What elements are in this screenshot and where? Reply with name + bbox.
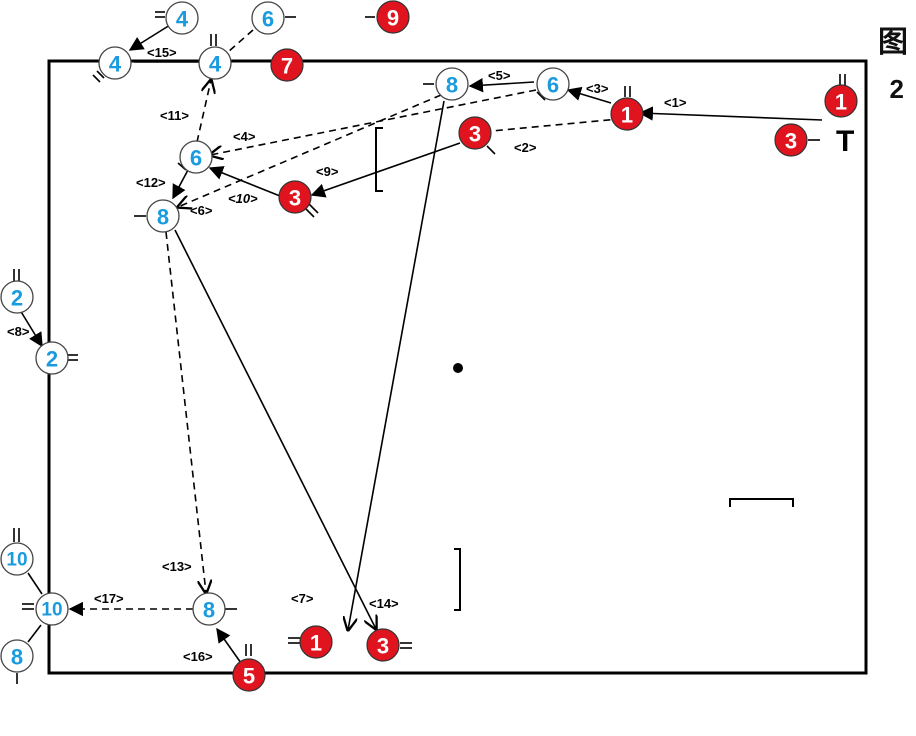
step-label-17: <17> — [94, 591, 124, 606]
step-label-13: <13> — [162, 559, 192, 574]
step-label-4: <4> — [233, 129, 256, 144]
svg-text:8: 8 — [446, 73, 458, 98]
step-label-3: <3> — [586, 81, 609, 96]
move-1 — [638, 106, 823, 121]
svg-text:2: 2 — [46, 347, 58, 372]
blue-player-10-top[interactable]: 10 — [0, 542, 34, 576]
move-8 — [19, 309, 43, 348]
figure-number: 2 — [889, 74, 904, 104]
move-4 — [210, 89, 537, 155]
svg-text:4: 4 — [176, 7, 189, 32]
svg-text:3: 3 — [377, 634, 389, 659]
svg-text:4: 4 — [209, 52, 222, 77]
link-10a-10b — [27, 572, 43, 595]
svg-text:6: 6 — [190, 146, 202, 171]
step-label-15: <15> — [147, 45, 177, 60]
blue-player-4-top[interactable]: 4 — [165, 1, 199, 35]
bracket-top — [375, 127, 383, 192]
move-3 — [566, 86, 612, 104]
step-label-16: <16> — [183, 649, 213, 664]
blue-player-10-sideline[interactable]: 10 — [35, 592, 69, 626]
move-11 — [196, 80, 211, 143]
svg-text:6: 6 — [262, 7, 274, 32]
movement-lines — [19, 24, 823, 664]
red-player-1-far[interactable]: 1 — [824, 84, 858, 118]
bracket-right — [729, 498, 794, 507]
red-player-9[interactable]: 9 — [376, 0, 410, 34]
step-label-9: <9> — [316, 164, 339, 179]
step-label-1: <1> — [664, 95, 687, 110]
blue-player-8-top[interactable]: 8 — [435, 67, 469, 101]
figure-label: 图 — [878, 25, 908, 60]
move-10 — [208, 166, 281, 197]
red-player-5[interactable]: 5 — [232, 658, 266, 692]
step-label-7: <7> — [291, 591, 314, 606]
blue-player-2-sideline[interactable]: 2 — [35, 341, 69, 375]
blue-player-4-left[interactable]: 4 — [98, 46, 132, 80]
red-player-1-top[interactable]: 1 — [610, 97, 644, 131]
step-label-5: <5> — [488, 68, 511, 83]
blue-player-8-left[interactable]: 8 — [0, 639, 34, 673]
link-4a-4b — [128, 24, 171, 51]
link-6a-4c — [227, 29, 254, 53]
svg-text:9: 9 — [387, 6, 399, 31]
svg-text:8: 8 — [11, 645, 23, 670]
step-label-10: <10> — [228, 191, 258, 206]
step-label-11: <11> — [160, 108, 189, 123]
red-player-3-bottom[interactable]: 3 — [366, 628, 400, 662]
red-players: 9 7 1 1 3 3 3 1 3 5 — [232, 0, 858, 692]
center-dot — [453, 363, 463, 373]
t-marker: T — [836, 125, 854, 158]
move-9 — [310, 142, 461, 198]
svg-text:3: 3 — [785, 129, 797, 154]
red-player-1-bottom[interactable]: 1 — [299, 625, 333, 659]
move-16 — [216, 627, 242, 664]
blue-players: 4 6 4 4 8 6 6 8 2 2 10 10 8 8 — [0, 1, 570, 673]
step-label-14: <14> — [369, 596, 399, 611]
blue-player-2-top[interactable]: 2 — [0, 280, 34, 314]
svg-text:8: 8 — [157, 205, 169, 230]
step-label-8: <8> — [7, 324, 30, 339]
blue-player-8-bottom[interactable]: 8 — [192, 592, 226, 626]
stance-ticks — [13, 11, 846, 684]
blue-player-8-mid[interactable]: 8 — [146, 199, 180, 233]
move-5 — [468, 78, 535, 93]
svg-text:1: 1 — [835, 90, 847, 115]
step-label-12: <12> — [136, 175, 166, 190]
blue-player-6-right[interactable]: 6 — [536, 67, 570, 101]
svg-text:1: 1 — [621, 103, 633, 128]
move-12 — [172, 169, 189, 200]
move-14 — [174, 229, 376, 629]
move-7 — [348, 100, 445, 630]
svg-text:1: 1 — [310, 631, 322, 656]
bracket-bottom — [454, 548, 461, 611]
blue-player-6-top[interactable]: 6 — [251, 1, 285, 35]
svg-text:3: 3 — [289, 186, 301, 211]
step-label-6: <6> — [190, 203, 213, 218]
red-player-3-far[interactable]: 3 — [774, 123, 808, 157]
red-player-3-mid[interactable]: 3 — [458, 116, 492, 150]
svg-text:3: 3 — [469, 122, 481, 147]
svg-text:5: 5 — [243, 664, 255, 689]
move-13 — [165, 231, 206, 593]
svg-text:6: 6 — [547, 73, 559, 98]
step-label-2: <2> — [514, 140, 537, 155]
link-10b-8left — [27, 624, 42, 643]
svg-text:2: 2 — [11, 286, 23, 311]
svg-text:7: 7 — [281, 54, 293, 79]
blue-player-4-mid[interactable]: 4 — [198, 46, 232, 80]
red-player-3-left[interactable]: 3 — [278, 180, 312, 214]
svg-text:4: 4 — [109, 52, 122, 77]
red-player-7[interactable]: 7 — [270, 48, 304, 82]
svg-text:10: 10 — [6, 550, 27, 571]
svg-text:10: 10 — [41, 600, 62, 621]
svg-text:8: 8 — [203, 598, 215, 623]
blue-player-6-mid[interactable]: 6 — [179, 140, 213, 174]
